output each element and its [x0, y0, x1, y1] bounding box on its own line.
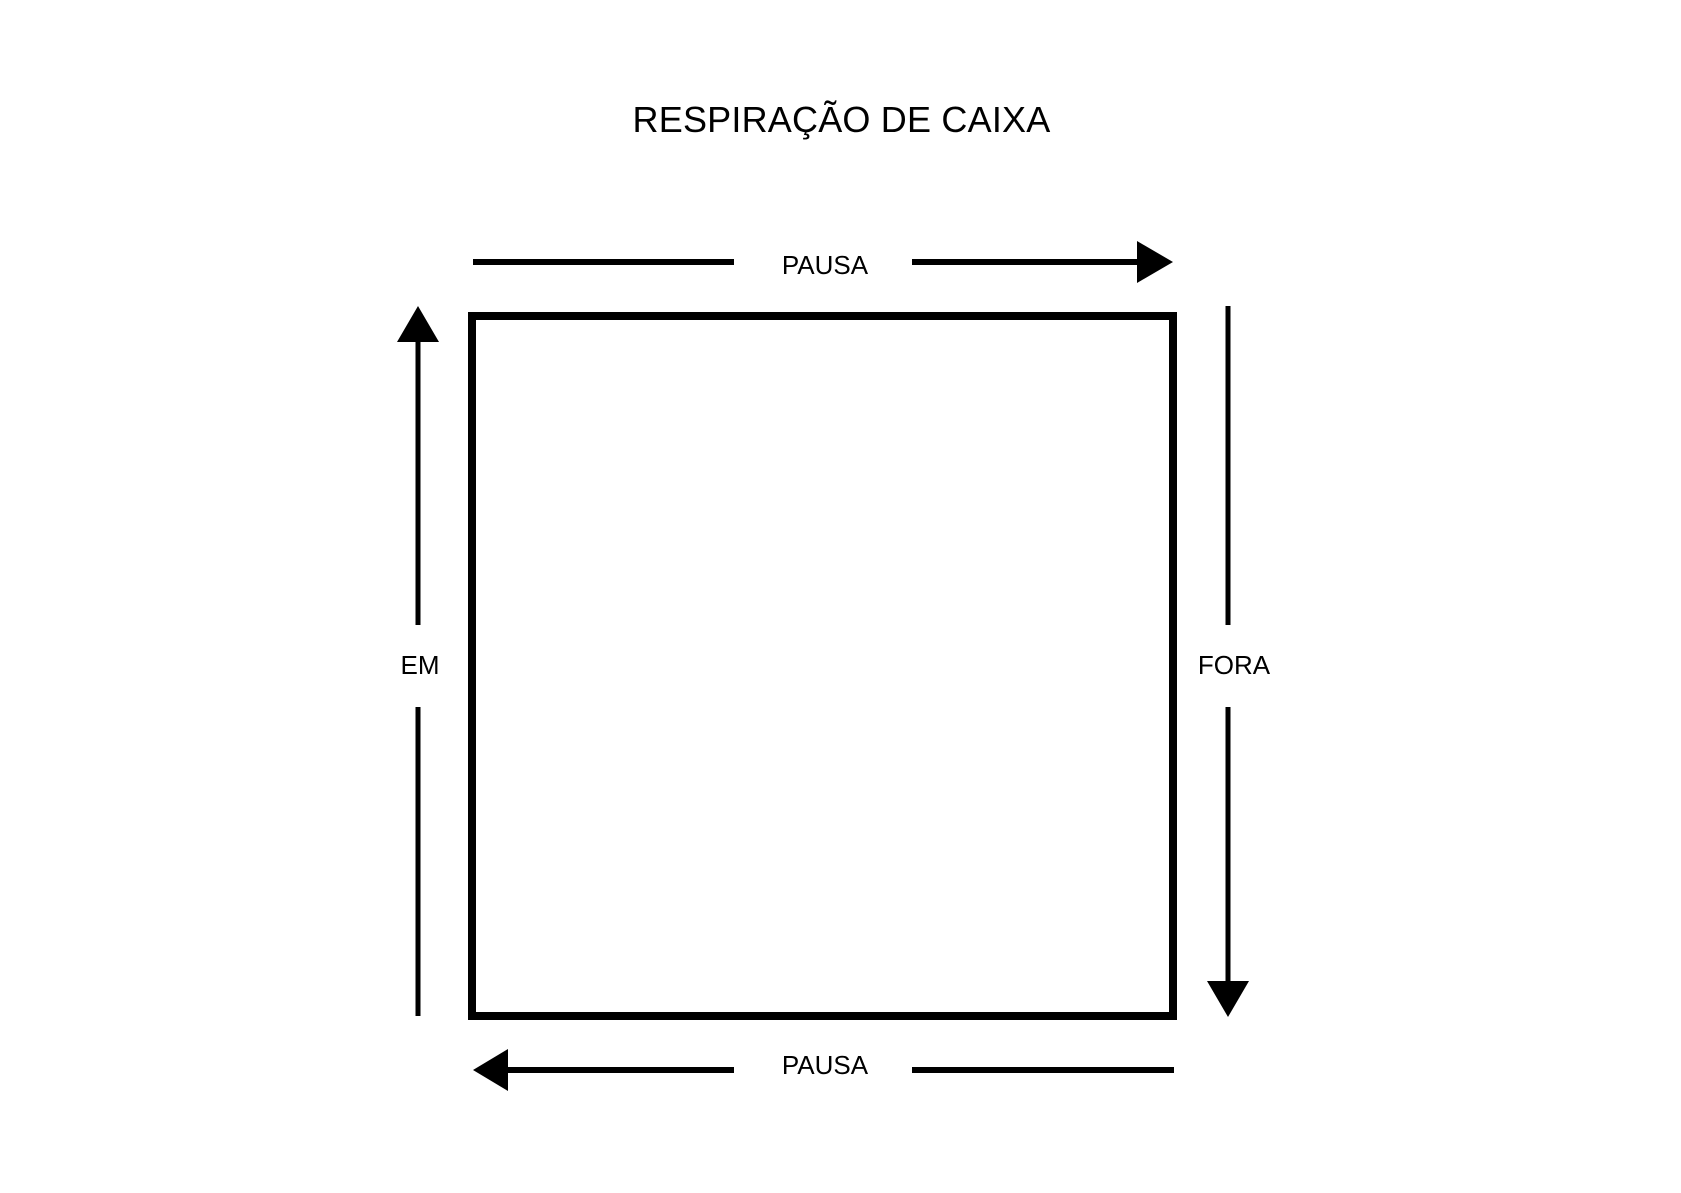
top-label-pause: PAUSA: [781, 250, 869, 280]
left-arrow-up-icon: [397, 306, 439, 1016]
diagram-title: RESPIRAÇÃO DE CAIXA: [632, 99, 1051, 140]
right-arrow-down-icon: [1207, 306, 1249, 1017]
top-arrow-right-icon: [473, 241, 1173, 283]
right-label-out: FORA: [1197, 650, 1271, 680]
left-label-in: EM: [400, 650, 440, 680]
bottom-label-pause: PAUSA: [781, 1050, 869, 1080]
breathing-box: [468, 312, 1177, 1020]
bottom-arrow-left-icon: [473, 1049, 1174, 1091]
